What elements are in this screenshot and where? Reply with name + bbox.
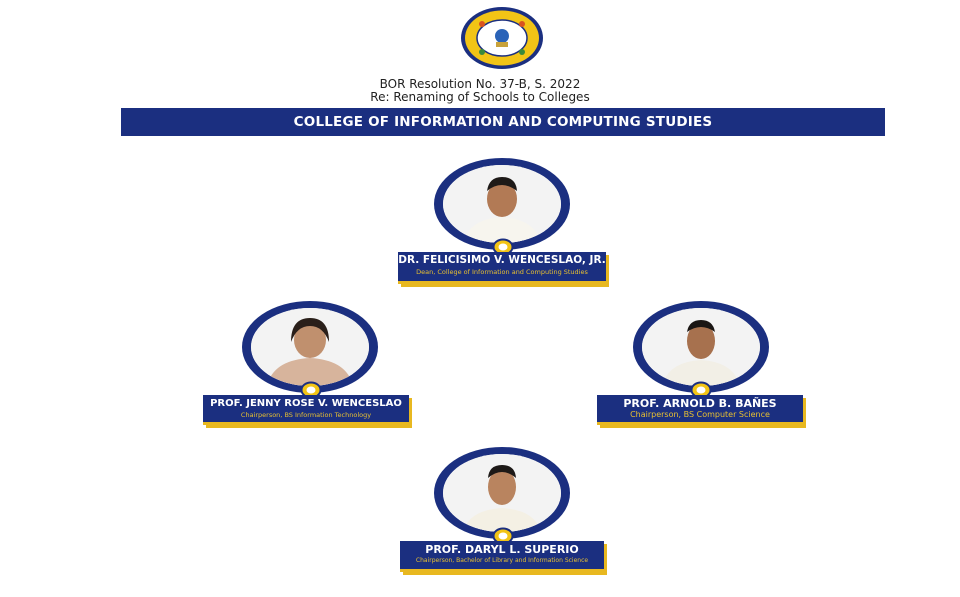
person-role: Dean, College of Information and Computi…	[416, 268, 588, 276]
seal-badge-icon	[492, 527, 514, 545]
nameplate: PROF. JENNY ROSE V. WENCESLAO Chairperso…	[203, 395, 409, 425]
nameplate: PROF. ARNOLD B. BAÑES Chairperson, BS Co…	[597, 395, 803, 425]
person-role: Chairperson, BS Computer Science	[630, 410, 770, 419]
portrait-photo	[642, 308, 760, 386]
portrait-photo	[443, 454, 561, 532]
person-name: DR. FELICISIMO V. WENCESLAO, JR.	[398, 254, 606, 266]
person-name: PROF. JENNY ROSE V. WENCESLAO	[210, 398, 402, 409]
portrait-photo	[251, 308, 369, 386]
resolution-text: BOR Resolution No. 37-B, S. 2022 Re: Ren…	[0, 78, 960, 104]
university-seal-logo	[461, 7, 543, 69]
seal-badge-icon	[300, 381, 322, 399]
resolution-subject: Re: Renaming of Schools to Colleges	[370, 90, 590, 104]
person-role: Chairperson, Bachelor of Library and Inf…	[415, 557, 589, 564]
portrait-frame	[633, 301, 769, 393]
portrait-frame	[242, 301, 378, 393]
person-silhouette-icon	[251, 308, 369, 386]
nameplate: DR. FELICISIMO V. WENCESLAO, JR. Dean, C…	[398, 252, 606, 284]
portrait-frame	[434, 158, 570, 250]
person-silhouette-icon	[443, 165, 561, 243]
person-role: Chairperson, BS Information Technology	[240, 411, 372, 419]
resolution-number: BOR Resolution No. 37-B, S. 2022	[379, 77, 581, 91]
seal-badge-icon	[492, 238, 514, 256]
nameplate: PROF. DARYL L. SUPERIO Chairperson, Bach…	[400, 541, 604, 572]
portrait-photo	[443, 165, 561, 243]
college-title-banner: COLLEGE OF INFORMATION AND COMPUTING STU…	[121, 108, 885, 136]
portrait-frame	[434, 447, 570, 539]
seal-badge-icon	[690, 381, 712, 399]
person-silhouette-icon	[642, 308, 760, 386]
person-name: PROF. ARNOLD B. BAÑES	[623, 397, 777, 410]
person-name: PROF. DARYL L. SUPERIO	[425, 543, 579, 556]
person-silhouette-icon	[443, 454, 561, 532]
